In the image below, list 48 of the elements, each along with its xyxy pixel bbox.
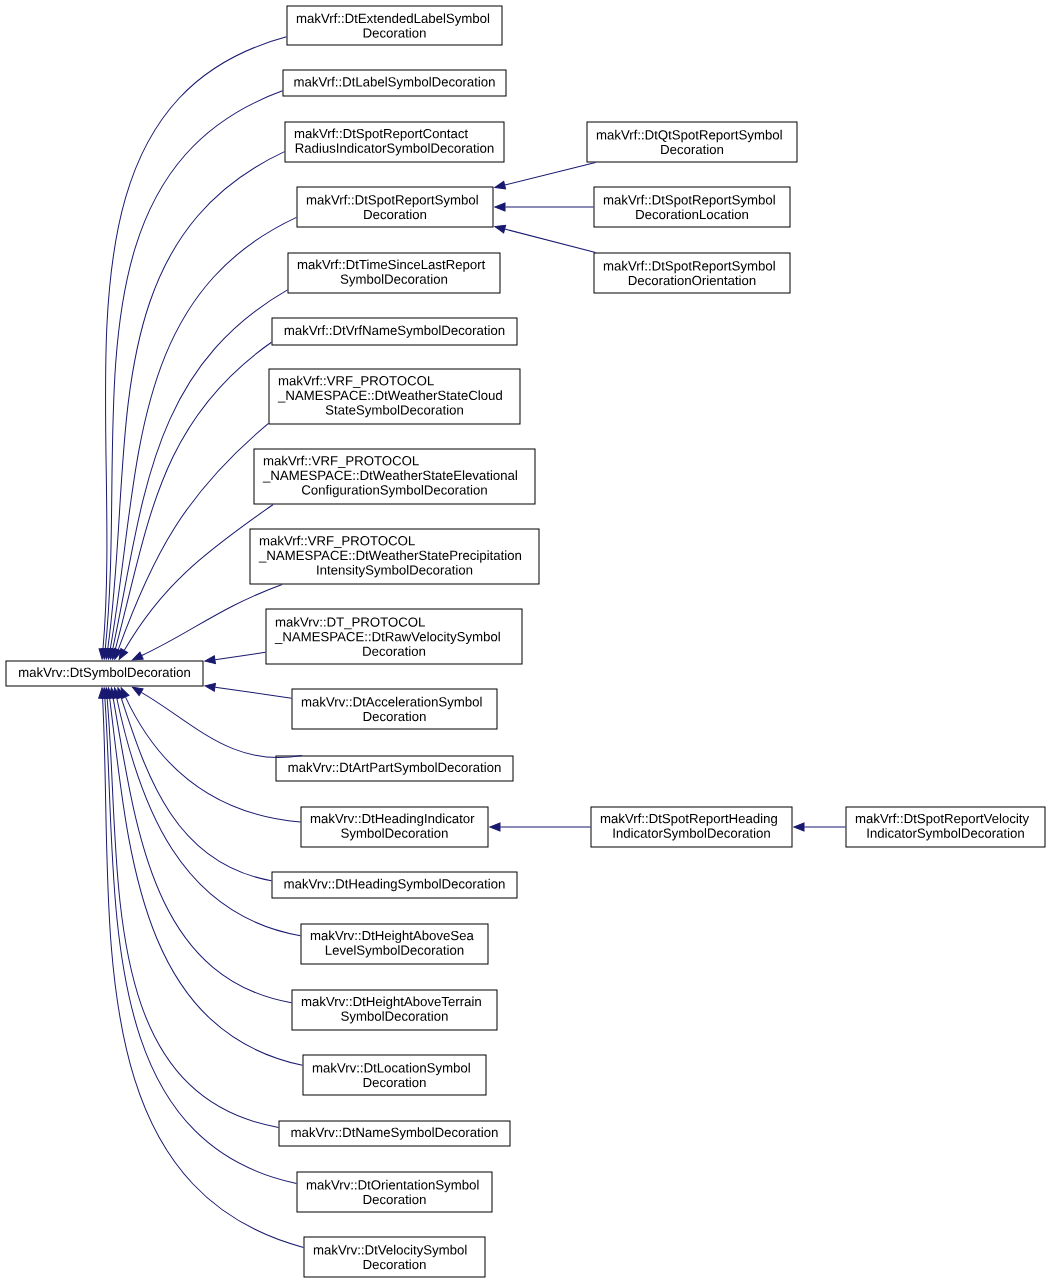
arrow: [494, 162, 597, 190]
arrow: [494, 202, 594, 212]
arrow: [494, 224, 597, 253]
arrow: [131, 686, 303, 758]
arrow: [108, 289, 288, 660]
class-box: makVrv::DtHeightAboveSea LevelSymbolDecoration: [300, 923, 489, 965]
class-box: makVrf::DtSpotReportSymbol DecorationLocation: [593, 186, 791, 228]
arrow: [116, 687, 272, 882]
arrow: [111, 341, 272, 660]
arrow: [118, 504, 274, 660]
arrow: [108, 687, 292, 1004]
class-box: makVrf::VRF_PROTOCOL _NAMESPACE::DtWeatherStateElevational ConfigurationSymbolDecoration: [253, 448, 536, 505]
arrow: [112, 687, 301, 937]
arrow: [100, 687, 297, 1184]
class-box: makVrv::DtNameSymbolDecoration: [278, 1120, 511, 1147]
class-box: makVrv::DtHeadingIndicator SymbolDecoration: [300, 806, 489, 848]
class-box: makVrf::DtTimeSinceLastReport SymbolDecoration: [287, 252, 501, 294]
class-box: makVrf::DtLabelSymbolDecoration: [282, 69, 507, 97]
class-box: makVrf::DtVrfNameSymbolDecoration: [271, 317, 518, 346]
arrow: [793, 822, 846, 832]
class-box: makVrf::DtSpotReportContact RadiusIndicatorSymbolDecoration: [284, 121, 505, 163]
arrow: [105, 216, 297, 660]
class-box: makVrv::DtArtPartSymbolDecoration: [275, 755, 514, 782]
class-box: makVrv::DT_PROTOCOL _NAMESPACE::DtRawVelocitySymbol Decoration: [265, 608, 523, 665]
class-box: makVrf::DtSpotReportVelocity IndicatorSymbolDecoration: [845, 806, 1046, 848]
arrow: [489, 822, 591, 832]
class-box: makVrf::DtSpotReportSymbol DecorationOrientation: [593, 252, 791, 294]
class-box: makVrv::DtOrientationSymbol Decoration: [296, 1171, 493, 1213]
class-box: makVrf::DtQtSpotReportSymbol Decoration: [586, 121, 798, 163]
class-box: makVrv::DtLocationSymbol Decoration: [302, 1054, 487, 1096]
class-box: makVrf::VRF_PROTOCOL _NAMESPACE::DtWeatherStateCloud StateSymbolDecoration: [268, 368, 521, 425]
class-box: makVrv::DtAccelerationSymbol Decoration: [291, 688, 498, 730]
class-box: makVrv::DtVelocitySymbol Decoration: [303, 1236, 486, 1278]
class-box: makVrf::DtSpotReportHeading IndicatorSymbolDecoration: [590, 806, 793, 848]
class-box: makVrf::DtExtendedLabelSymbol Decoration: [286, 5, 503, 46]
arrow: [98, 687, 304, 1248]
class-box: makVrf::DtSpotReportSymbol Decoration: [296, 186, 494, 228]
arrow: [120, 687, 301, 823]
arrow: [204, 682, 292, 699]
arrow: [204, 651, 266, 665]
class-box: makVrv::DtSymbolDecoration: [5, 660, 204, 687]
class-box: makVrv::DtHeadingSymbolDecoration: [271, 871, 518, 899]
arrow: [105, 687, 303, 1066]
arrow: [131, 584, 283, 661]
arrow: [102, 687, 279, 1128]
class-box: makVrf::VRF_PROTOCOL _NAMESPACE::DtWeatherStatePrecipitation IntensitySymbolDecoration: [249, 528, 540, 585]
arrow: [114, 422, 269, 660]
class-box: makVrv::DtHeightAboveTerrain SymbolDecoration: [291, 989, 498, 1031]
